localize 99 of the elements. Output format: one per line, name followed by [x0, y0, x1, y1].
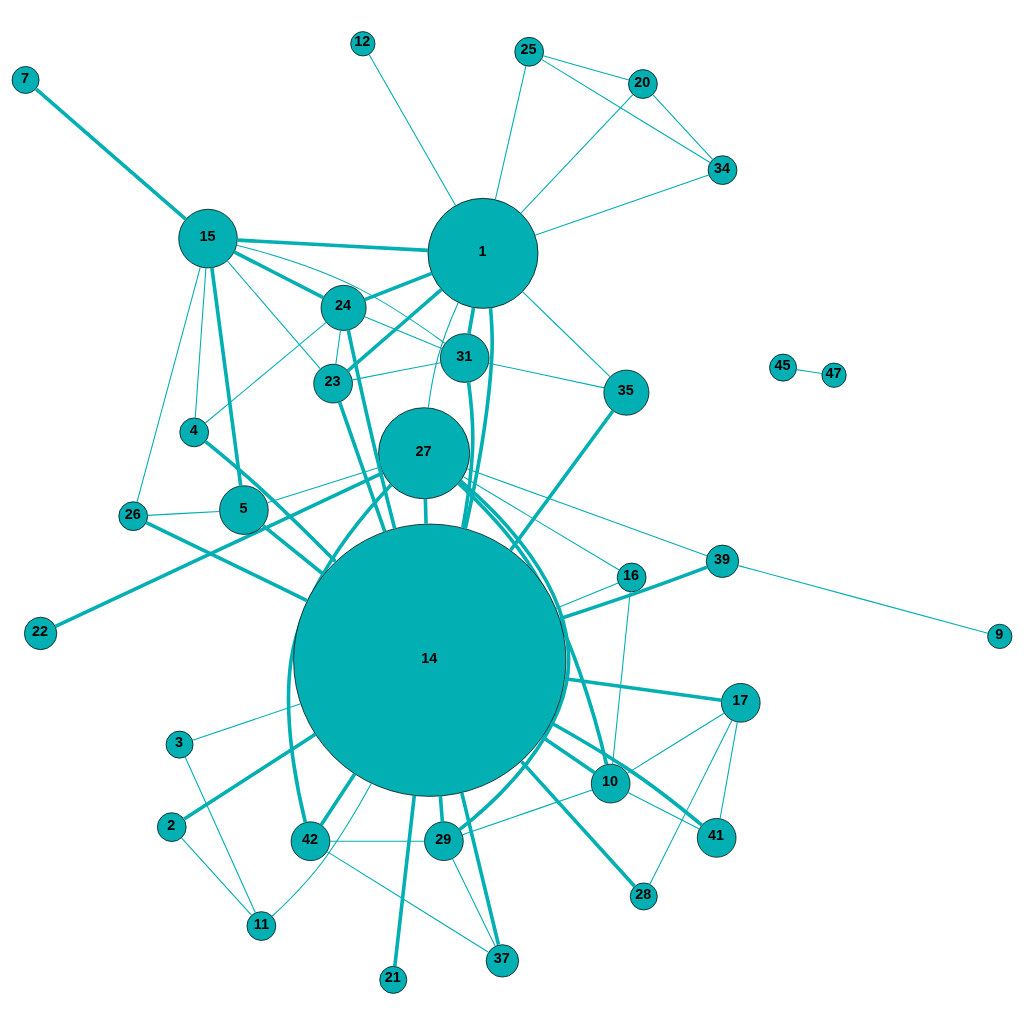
connector	[466, 467, 708, 556]
connector	[564, 676, 722, 702]
node-circle: 21	[379, 965, 408, 994]
connector	[204, 439, 337, 563]
node-circle: 17	[721, 682, 761, 723]
node-circle: 31	[440, 332, 490, 383]
connector	[286, 483, 393, 823]
connector	[271, 782, 372, 917]
node-circle: 42	[290, 821, 331, 861]
connector	[192, 702, 302, 741]
connector	[457, 481, 609, 765]
node-circle: 39	[705, 544, 740, 578]
connector	[542, 54, 630, 81]
connector	[461, 381, 475, 528]
connector	[719, 721, 738, 819]
connector	[393, 795, 417, 966]
node-circle: 3	[165, 730, 194, 758]
node-circle: 23	[313, 363, 353, 403]
node-circle: 35	[603, 369, 650, 416]
connector	[319, 772, 357, 826]
connector	[364, 271, 433, 301]
connector	[534, 173, 710, 236]
connector	[461, 788, 593, 835]
connector	[462, 475, 620, 570]
connector	[612, 590, 631, 765]
node-circle: 22	[24, 616, 58, 650]
connector	[194, 266, 207, 418]
connector	[509, 409, 615, 551]
connector	[183, 732, 317, 821]
connector	[795, 368, 823, 374]
connector	[652, 93, 714, 160]
connector	[520, 759, 636, 887]
connector	[236, 244, 446, 344]
connector	[136, 266, 201, 503]
node-circle: 34	[707, 154, 738, 185]
connector	[627, 791, 700, 830]
connector	[368, 53, 457, 206]
connector	[649, 719, 733, 885]
node-circle: 20	[628, 68, 658, 99]
connector	[521, 290, 611, 377]
connector	[210, 267, 243, 486]
connector	[329, 840, 426, 842]
connector	[337, 401, 387, 532]
node-circle: 15	[178, 208, 238, 268]
node-circle: 28	[629, 882, 658, 910]
connector	[438, 795, 445, 822]
connector	[147, 510, 220, 516]
connector	[494, 65, 527, 200]
node-circle: 47	[821, 362, 847, 388]
connector	[520, 93, 634, 214]
node-circle: 37	[485, 943, 519, 977]
connector	[335, 329, 341, 365]
connector	[423, 498, 428, 524]
node-circle: 1	[427, 197, 539, 309]
node-circle: 4	[179, 417, 209, 447]
node-circle: 2	[156, 811, 187, 842]
node-circle: 41	[696, 817, 737, 858]
node-circle: 29	[424, 820, 464, 861]
connector	[351, 361, 442, 380]
connector	[181, 837, 253, 916]
connector	[184, 756, 256, 913]
connector	[346, 329, 397, 529]
node-circle: 14	[293, 523, 567, 797]
node-circle: 24	[320, 284, 367, 331]
node-circle: 12	[350, 30, 376, 56]
connector	[458, 479, 571, 831]
connector	[463, 307, 494, 529]
node-circle: 11	[246, 910, 277, 941]
connector	[541, 734, 596, 774]
connector	[737, 564, 989, 634]
node-circle: 7	[11, 65, 40, 94]
connector	[346, 287, 443, 372]
connector	[460, 791, 501, 945]
node-circle: 16	[616, 562, 647, 592]
connector	[541, 58, 711, 163]
connector	[326, 850, 490, 953]
node-circle: 10	[590, 763, 631, 803]
node-circle: 26	[118, 500, 148, 531]
connector	[261, 523, 325, 576]
node-circle: 9	[987, 623, 1013, 649]
node-circle: 27	[378, 406, 471, 499]
node-circle: 25	[514, 36, 544, 67]
connector	[54, 470, 384, 628]
connector	[35, 87, 187, 220]
node-circle: 5	[219, 484, 269, 535]
connector	[145, 520, 308, 602]
node-circle: 45	[769, 353, 797, 381]
connector	[226, 259, 321, 369]
connector	[550, 720, 703, 827]
connector	[452, 857, 496, 947]
connector	[555, 581, 619, 609]
connector	[237, 237, 429, 252]
connector	[204, 321, 327, 424]
connector	[364, 315, 443, 349]
connector	[488, 362, 605, 388]
connector	[626, 712, 725, 774]
connector	[427, 301, 459, 408]
connector	[467, 307, 476, 334]
connector	[233, 249, 325, 299]
